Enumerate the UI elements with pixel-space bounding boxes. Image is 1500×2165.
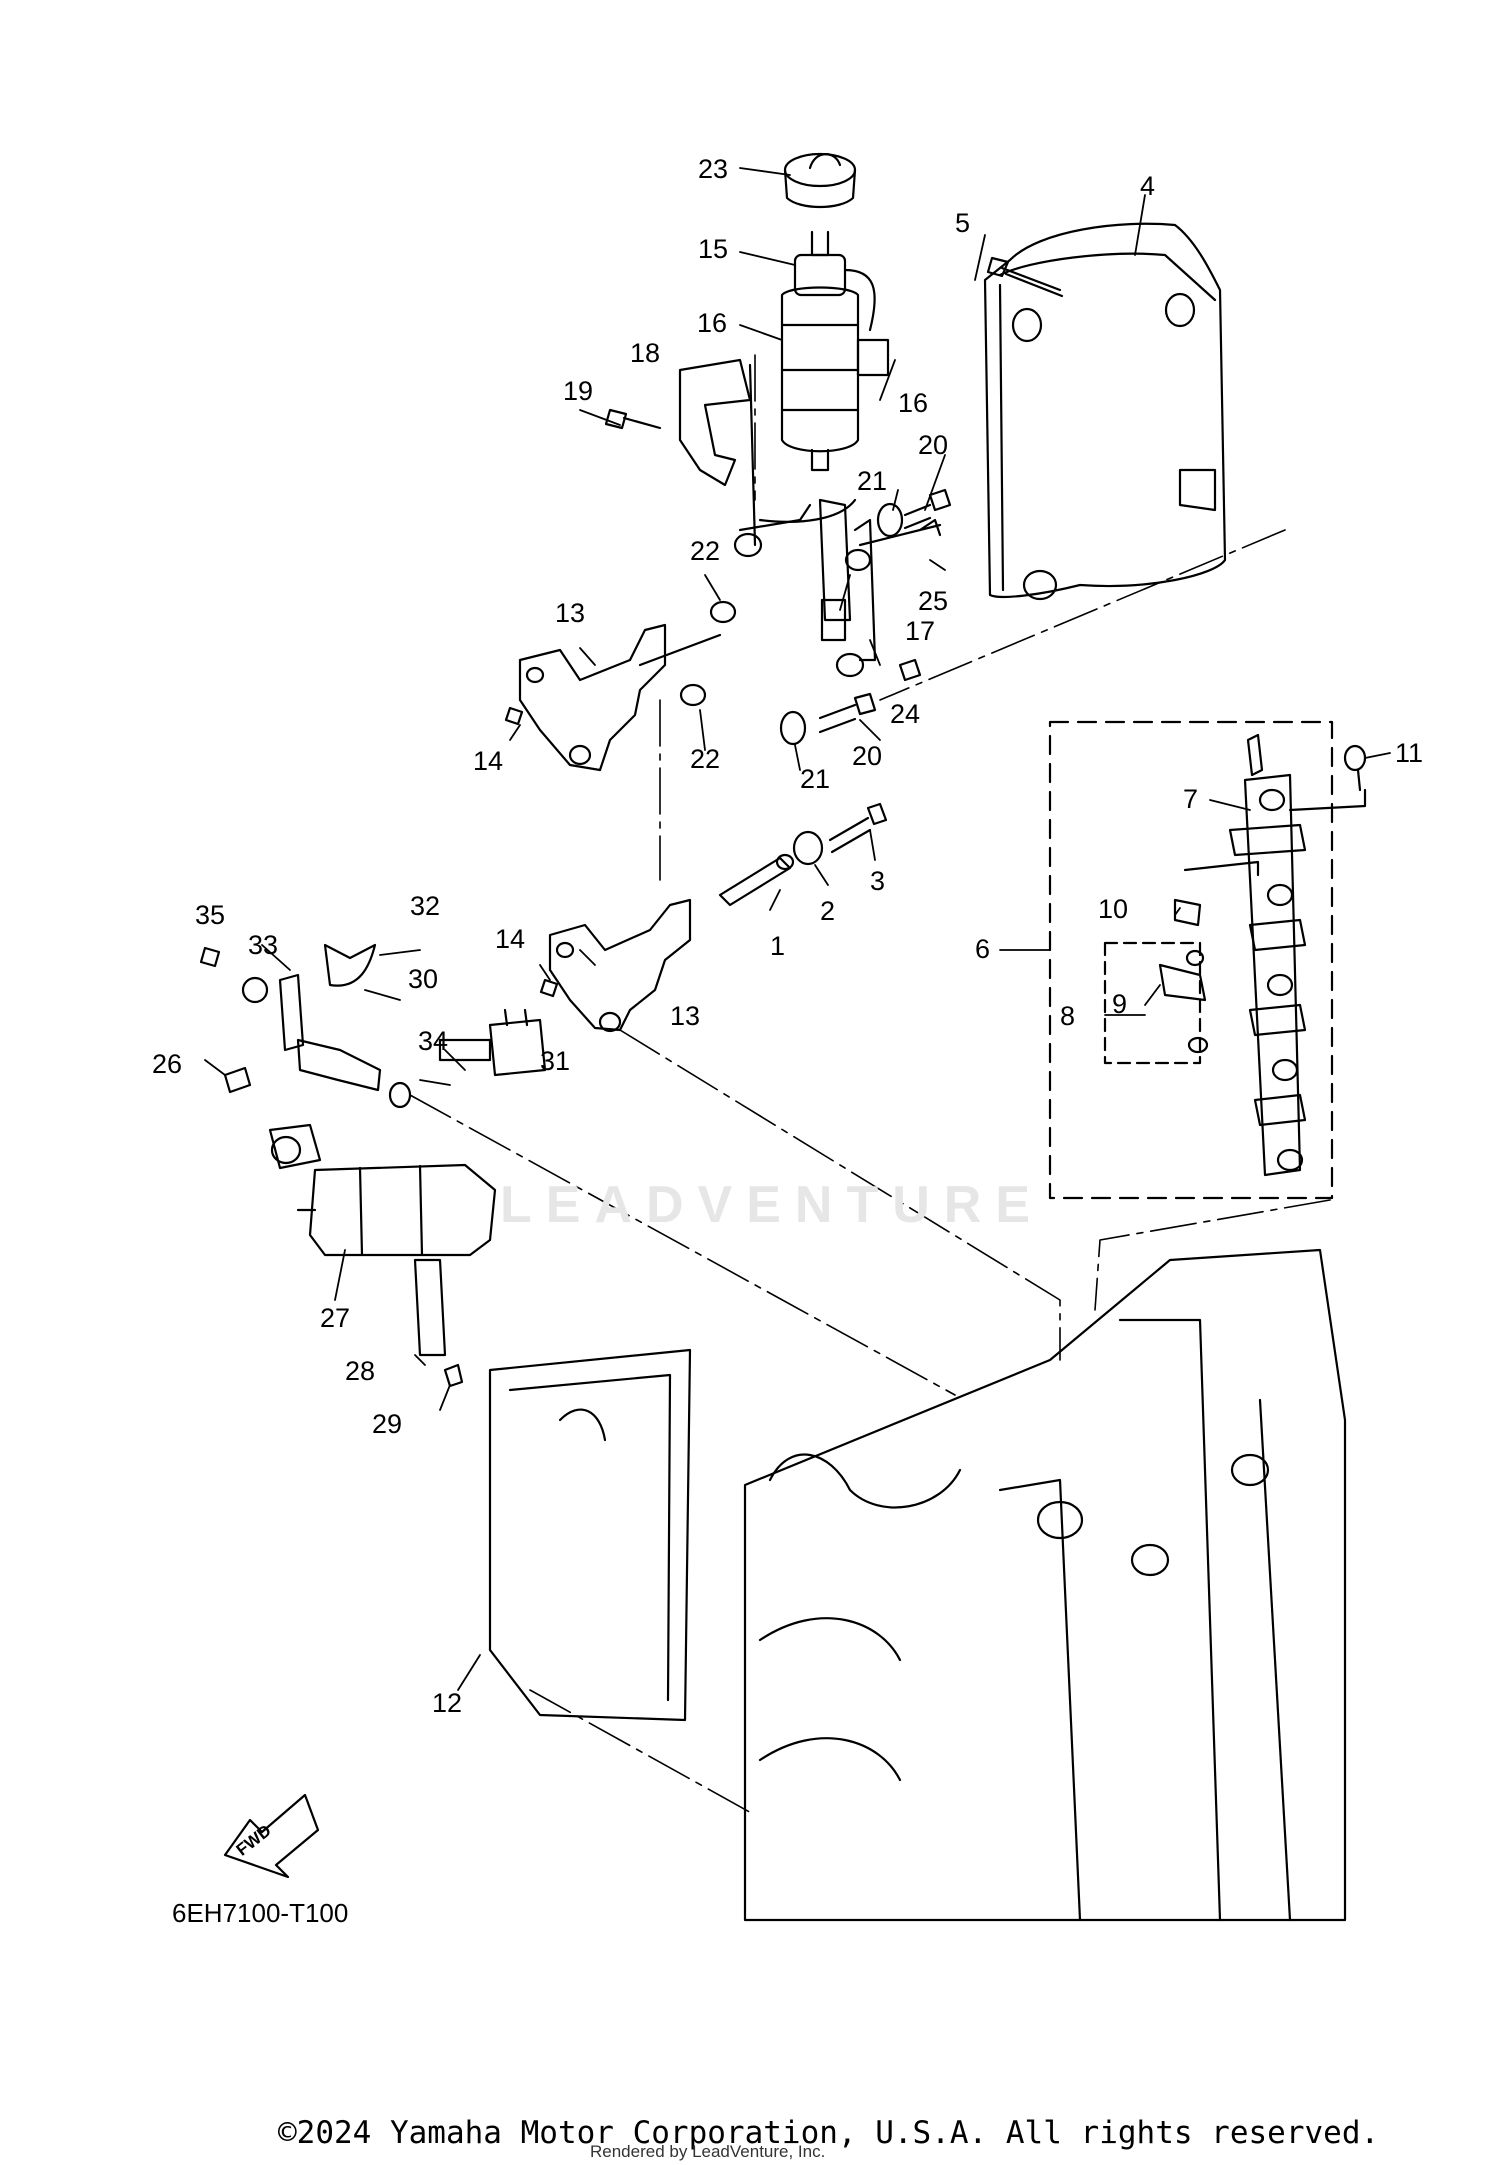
callout-label: 18 bbox=[630, 338, 660, 368]
callout-label: 35 bbox=[195, 900, 225, 930]
callout-labels: 1 2 3 4 5 6 7 8 9 10 11 12 13 13 14 14 1… bbox=[152, 154, 1423, 1718]
callout-label: 2 bbox=[820, 896, 835, 926]
callout-label: 3 bbox=[870, 866, 885, 896]
callout-label: 14 bbox=[495, 924, 525, 954]
callout-label: 11 bbox=[1395, 738, 1423, 768]
pump-bracket-part bbox=[604, 358, 877, 678]
callout-label: 16 bbox=[898, 388, 928, 418]
part-code: 6EH7100-T100 bbox=[172, 1898, 348, 1928]
callout-label: 33 bbox=[248, 930, 278, 960]
canister-part bbox=[296, 1163, 497, 1388]
callout-label: 13 bbox=[555, 598, 585, 628]
fuel-pump-part bbox=[780, 152, 890, 472]
copyright-notice: ©2024 Yamaha Motor Corporation, U.S.A. A… bbox=[278, 2115, 1380, 2151]
lower-bracket-part bbox=[539, 898, 692, 1033]
callout-label: 28 bbox=[345, 1356, 375, 1386]
callout-label: 19 bbox=[563, 376, 593, 406]
rendered-by-notice: Rendered by LeadVenture, Inc. bbox=[590, 2142, 826, 2161]
callout-label: 27 bbox=[320, 1303, 350, 1333]
callout-label: 1 bbox=[770, 931, 785, 961]
callout-label: 14 bbox=[473, 746, 503, 776]
sleeve-collar-bolt-part bbox=[718, 802, 888, 907]
callout-label: 31 bbox=[540, 1046, 570, 1076]
phantom-lines bbox=[409, 354, 1331, 1816]
engine-block-part bbox=[488, 1248, 1347, 1922]
callout-label: 22 bbox=[690, 536, 720, 566]
fuel-cover-part bbox=[983, 222, 1227, 601]
bolt-part bbox=[986, 256, 1064, 298]
callout-label: 20 bbox=[918, 430, 948, 460]
callout-label: 25 bbox=[918, 586, 948, 616]
grommets-bolts-part bbox=[679, 488, 952, 746]
callout-label: 12 bbox=[432, 1688, 462, 1718]
callout-label: 22 bbox=[690, 744, 720, 774]
callout-label: 24 bbox=[890, 699, 920, 729]
fuel-rail-part bbox=[1048, 720, 1367, 1200]
leader-lines bbox=[204, 167, 1391, 1691]
canister-bracket-part bbox=[199, 943, 547, 1170]
callout-label: 17 bbox=[905, 616, 935, 646]
fwd-arrow-icon bbox=[223, 1793, 320, 1879]
callout-label: 9 bbox=[1112, 989, 1127, 1019]
callout-label: 5 bbox=[955, 208, 970, 238]
callout-label: 8 bbox=[1060, 1001, 1075, 1031]
callout-label: 16 bbox=[697, 308, 727, 338]
callout-label: 21 bbox=[800, 764, 830, 794]
callout-label: 30 bbox=[408, 964, 438, 994]
watermark: LEADVENTURE bbox=[500, 1176, 1045, 1234]
callout-label: 23 bbox=[698, 154, 728, 184]
callout-label: 21 bbox=[857, 466, 887, 496]
upper-bracket-part bbox=[504, 623, 722, 772]
callout-label: 26 bbox=[152, 1049, 182, 1079]
callout-label: 15 bbox=[698, 234, 728, 264]
callout-label: 32 bbox=[410, 891, 440, 921]
callout-label: 7 bbox=[1183, 784, 1198, 814]
callout-label: 34 bbox=[418, 1026, 448, 1056]
callout-label: 20 bbox=[852, 741, 882, 771]
callout-label: 29 bbox=[372, 1409, 402, 1439]
callout-label: 4 bbox=[1140, 171, 1155, 201]
callout-label: 13 bbox=[670, 1001, 700, 1031]
callout-label: 10 bbox=[1098, 894, 1128, 924]
callout-label: 6 bbox=[975, 934, 990, 964]
